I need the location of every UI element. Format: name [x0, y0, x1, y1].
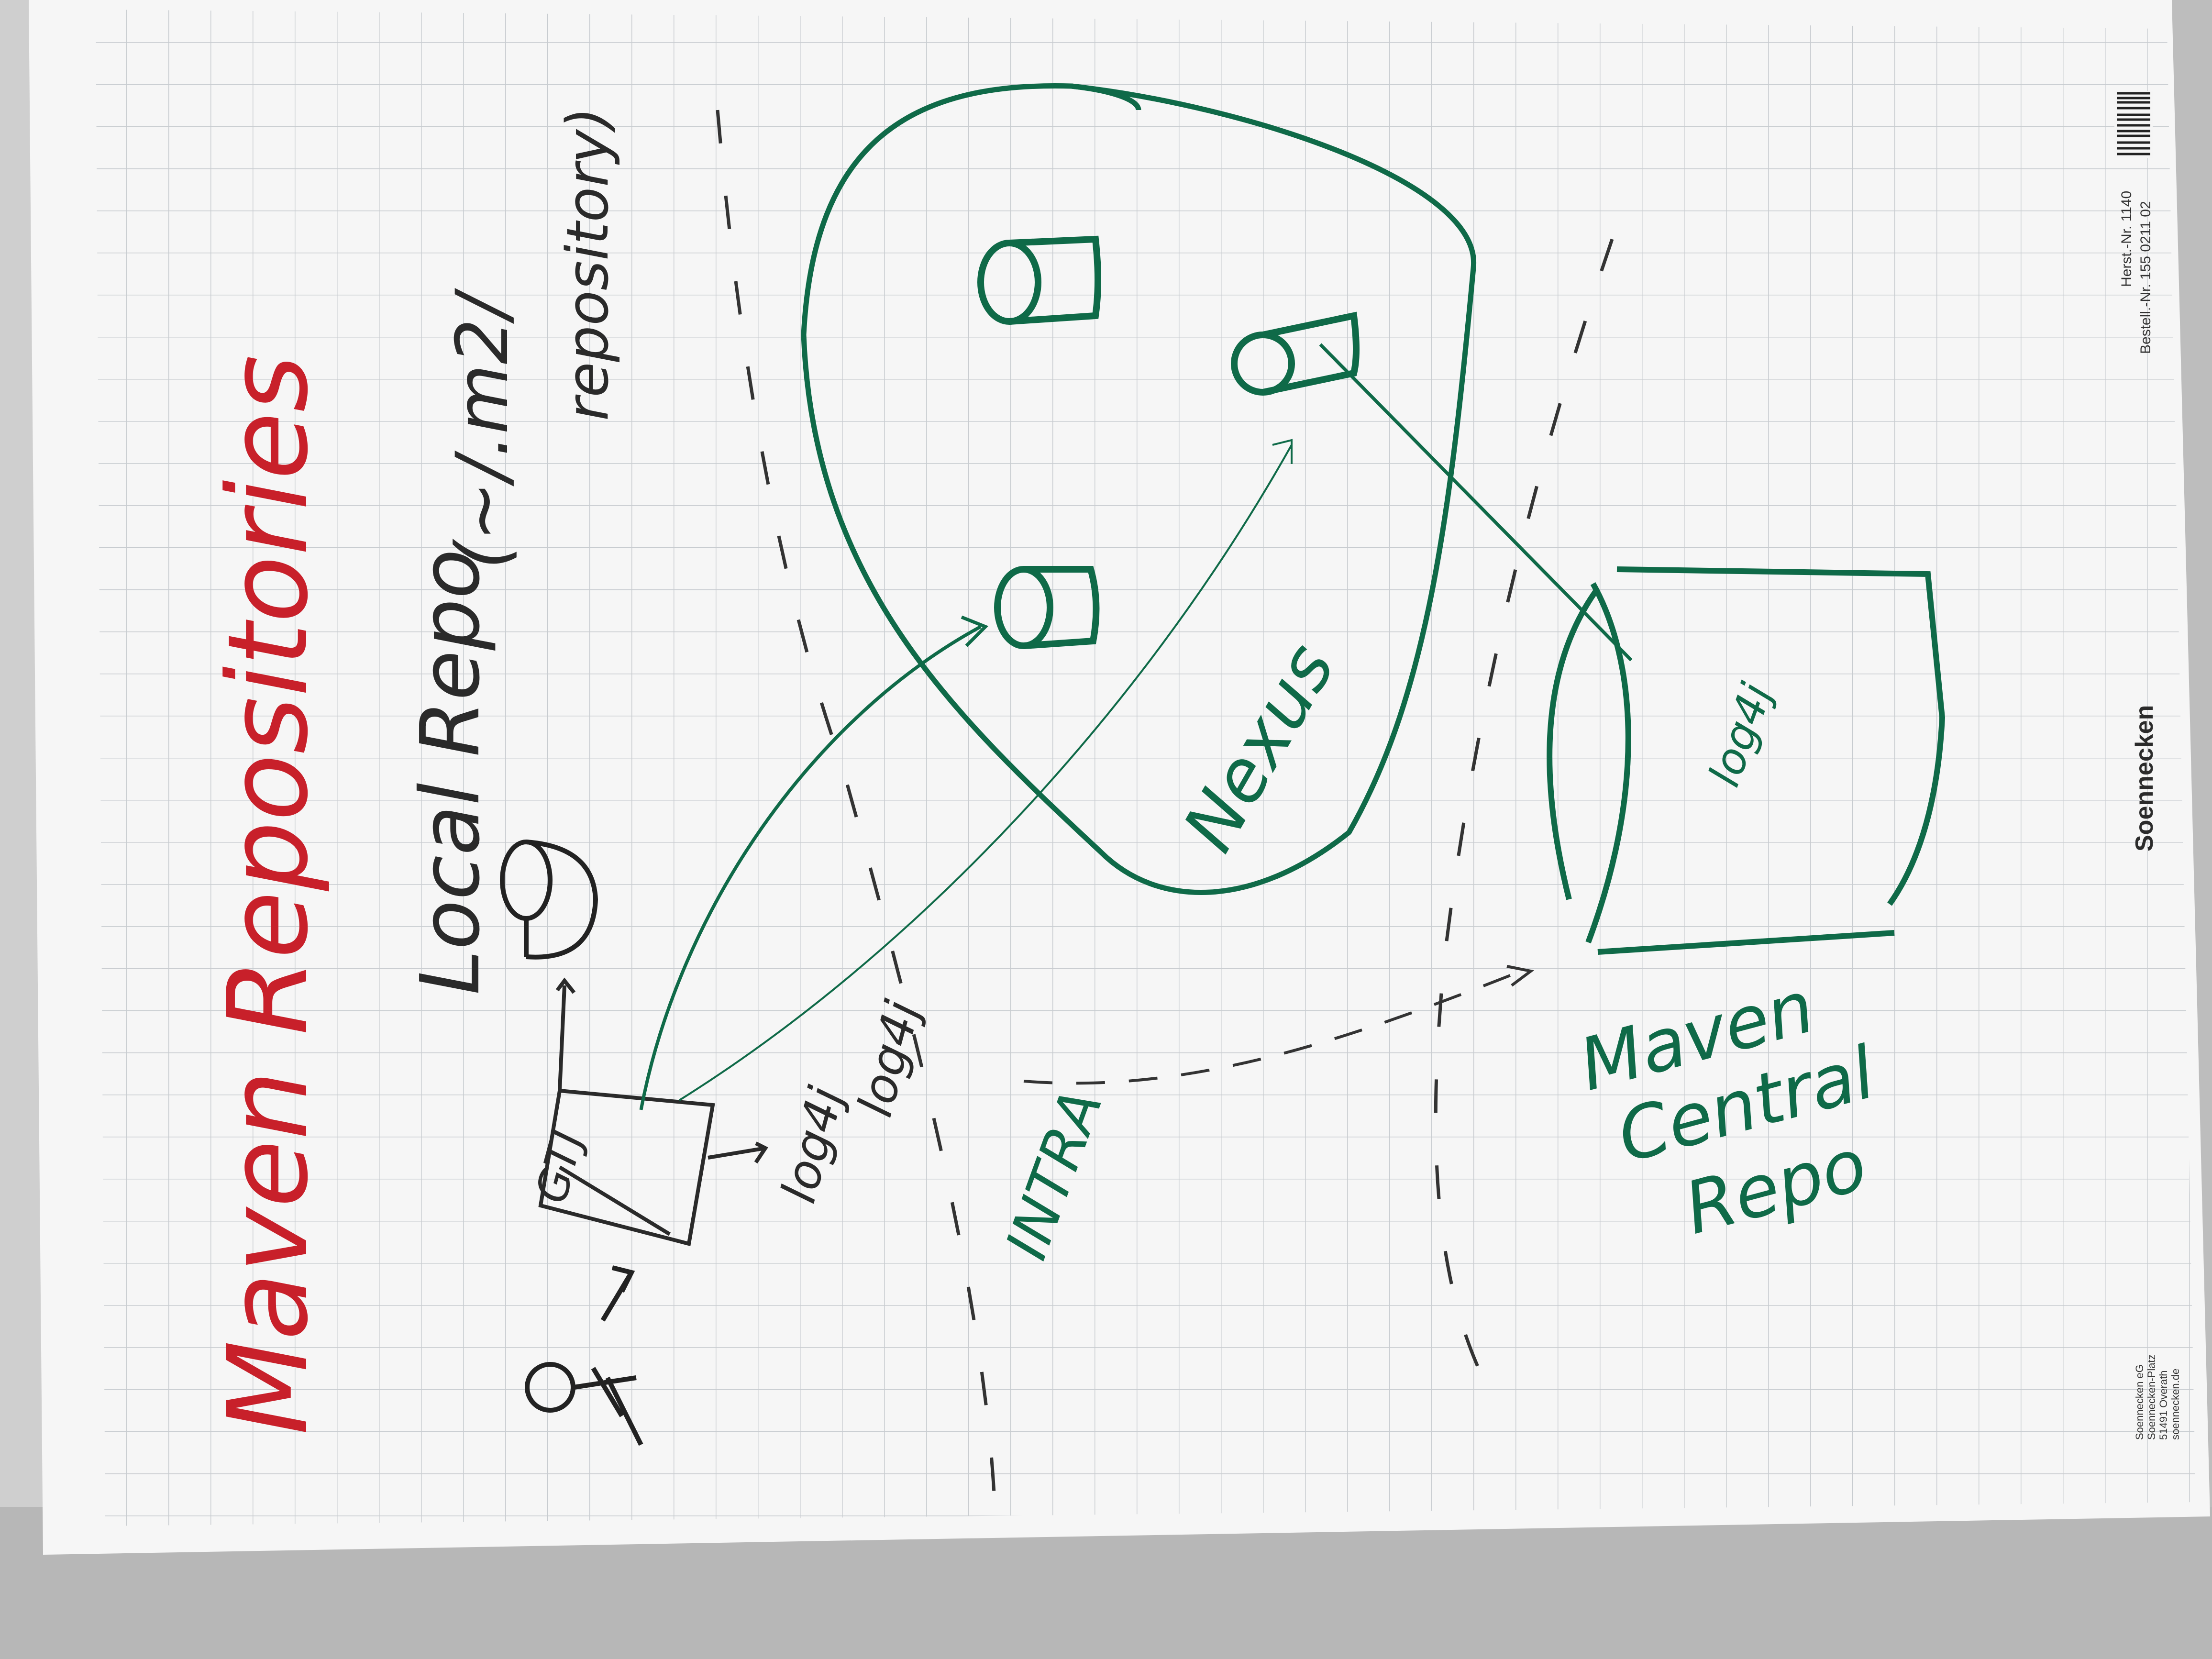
bestell-nr: Bestell.-Nr. 155 0211 02: [2138, 201, 2154, 354]
nexus-hosted-cylinder-icon: [994, 566, 1100, 649]
central-repo-box: [1547, 566, 1946, 955]
intranet-boundary: [716, 110, 997, 1512]
internet-boundary: [1434, 238, 1614, 1398]
request-arrows: [639, 343, 1633, 1110]
address-line1: Soennecken eG: [2134, 1364, 2146, 1440]
nexus-repo-cylinder-icon: [977, 235, 1101, 325]
address-line4: soennecken.de: [2169, 1369, 2181, 1440]
internet-access-arrow: [1023, 970, 1522, 1085]
brand-logo: Soennecken: [2131, 705, 2158, 852]
address-line3: 51491 Overath: [2157, 1370, 2169, 1440]
local-repo-label: Local Repo: [403, 549, 498, 995]
internet-access-arrowhead: [1506, 965, 1535, 987]
nexus-proxy-cylinder-icon: [1231, 311, 1360, 396]
client-box: [538, 977, 768, 1246]
barcode-icon: [2114, 91, 2153, 158]
user-figure-icon: [525, 1265, 643, 1446]
paper-sheet: [29, 0, 2210, 1555]
local-repo-path-line1: (~/.m2/: [441, 288, 524, 569]
title: Maven Repositories: [205, 355, 332, 1435]
herst-nr: Herst.-Nr. 1140: [2119, 191, 2135, 287]
address-line2: Soennecken-Platz: [2146, 1354, 2157, 1440]
nexus-boundary: [801, 83, 1476, 896]
local-repo-cylinder-icon: [500, 840, 598, 960]
local-repo-path-line2: repository): [555, 107, 621, 421]
